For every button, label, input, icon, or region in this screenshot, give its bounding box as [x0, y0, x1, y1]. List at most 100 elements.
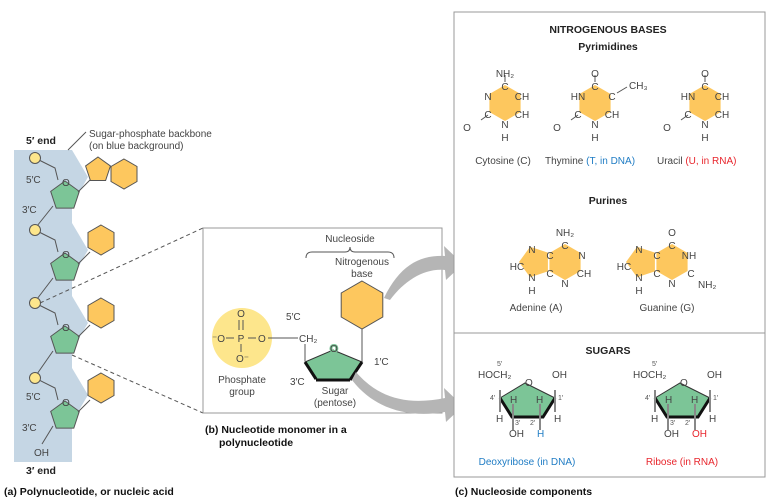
atom-label: HN: [681, 92, 695, 103]
three-prime-carbon-label: 3′C: [290, 377, 305, 388]
atom-label: 4′: [645, 395, 651, 402]
atom-label: H: [635, 286, 642, 297]
atom-label: N: [501, 120, 508, 131]
atom-label: 3′: [670, 420, 676, 427]
phosphate-label-line1: Phosphate: [218, 375, 266, 386]
atom-label: O: [680, 378, 688, 389]
three-prime-carbon-label: 3′C: [22, 423, 37, 434]
phosphodiester-bond: [36, 350, 54, 375]
nucleoside-label: Nucleoside: [325, 234, 375, 245]
atom-label: O: [663, 123, 671, 134]
atom-label: C: [701, 82, 708, 93]
phosphodiester-bond: [34, 302, 59, 326]
atom-label: C: [546, 269, 553, 280]
pyrimidine-base-hexagon: [87, 297, 115, 329]
atom-label: CH: [515, 92, 529, 103]
atom-label: HC: [510, 262, 524, 273]
zoom-guide-line: [71, 354, 204, 414]
atom-label: H: [709, 414, 716, 425]
three-prime-end-label: 3′ end: [26, 465, 56, 477]
bond: [570, 114, 579, 121]
atom-label: H: [691, 395, 698, 406]
amino-group: NH₂: [698, 280, 716, 291]
atom-label: C: [653, 269, 660, 280]
backbone-pointer-line: [67, 131, 87, 151]
deoxyribose-label: Deoxyribose (in DNA): [479, 457, 576, 468]
atom-label: C: [653, 251, 660, 262]
phosphate-oxygen: O: [237, 309, 245, 320]
atom-label: N: [528, 245, 535, 256]
arrow-to-bases: [384, 246, 463, 300]
glycosidic-bond: [77, 324, 91, 338]
backbone-label-line1: Sugar-phosphate backbone: [89, 129, 212, 140]
five-prime-carbon-label: 5′C: [26, 392, 41, 403]
phosphorus-atom: P: [238, 334, 245, 345]
three-prime-carbon-label: 3′C: [22, 205, 37, 216]
arrow-to-sugars: [352, 372, 463, 422]
atom-label: O: [701, 69, 709, 80]
atom-label: OH: [509, 429, 524, 440]
pyrimidine-base-hexagon: [87, 372, 115, 404]
ch2-group: CH₂: [299, 334, 317, 345]
atom-label: N: [561, 279, 568, 290]
atom-label: H: [496, 414, 503, 425]
ring-front-edge: [498, 397, 557, 419]
atom-label: C: [546, 251, 553, 262]
phosphodiester-bond: [34, 377, 59, 401]
base-label-line1: Nitrogenous: [335, 257, 389, 268]
atom-label: CH: [715, 110, 729, 121]
phosphodiester-bond: [34, 229, 59, 253]
pyrimidine-ring: [579, 85, 611, 121]
atom-label: 2′: [530, 420, 536, 427]
carbon-2-group: OH: [692, 429, 707, 440]
atom-label: O: [553, 123, 561, 134]
atom-label: N: [635, 245, 642, 256]
atom-label: H: [501, 133, 508, 144]
atom-label: C: [501, 82, 508, 93]
atom-label: C: [608, 92, 615, 103]
terminal-bond: [41, 425, 54, 445]
atom-label: H: [510, 395, 517, 406]
phosphate-oxygen: O⁻: [236, 354, 249, 365]
atom-label: H: [701, 133, 708, 144]
sugar-pentagon: [50, 180, 80, 209]
atom-label: O: [525, 378, 533, 389]
atom-label: O: [591, 69, 599, 80]
atom-label: HC: [617, 262, 631, 273]
glycosidic-bond: [77, 399, 91, 413]
atom-label: 2′: [685, 420, 691, 427]
glycosidic-bond: [77, 251, 91, 265]
sugars-title: SUGARS: [586, 345, 631, 357]
atom-label: NH₂: [496, 69, 514, 80]
uracil-label: Uracil (U, in RNA): [657, 156, 736, 167]
atom-label: CH: [715, 92, 729, 103]
atom-label: N: [578, 251, 585, 262]
atom-label: 1′: [558, 395, 564, 402]
atom-label: C: [574, 110, 581, 121]
atom-label: C: [687, 269, 694, 280]
purine-five-ring: [626, 246, 655, 278]
phosphate-oxygen: O: [258, 334, 266, 345]
atom-label: CH: [515, 110, 529, 121]
atom-label: C: [591, 82, 598, 93]
atom-label: H: [591, 133, 598, 144]
purine-five-ring: [519, 246, 548, 278]
ring-oxygen: O: [62, 178, 70, 189]
zoom-guide-line: [39, 227, 204, 304]
atom-label: OH: [552, 370, 567, 381]
bond: [616, 86, 628, 94]
purine-six-ring: [549, 244, 581, 280]
atom-label: N: [528, 273, 535, 284]
nitrogenous-bases-title: NITROGENOUS BASES: [549, 24, 666, 36]
atom-label: CH: [577, 269, 591, 280]
atom-label: N: [484, 92, 491, 103]
one-prime-carbon-label: 1′C: [374, 357, 389, 368]
atom-label: N: [591, 120, 598, 131]
five-prime-end-label: 5′ end: [26, 135, 56, 147]
cytosine-label: Cytosine (C): [475, 156, 531, 167]
atom-label: NH: [682, 251, 696, 262]
base-label-line2: base: [351, 269, 373, 280]
panel-c-caption: (c) Nucleoside components: [455, 486, 592, 498]
